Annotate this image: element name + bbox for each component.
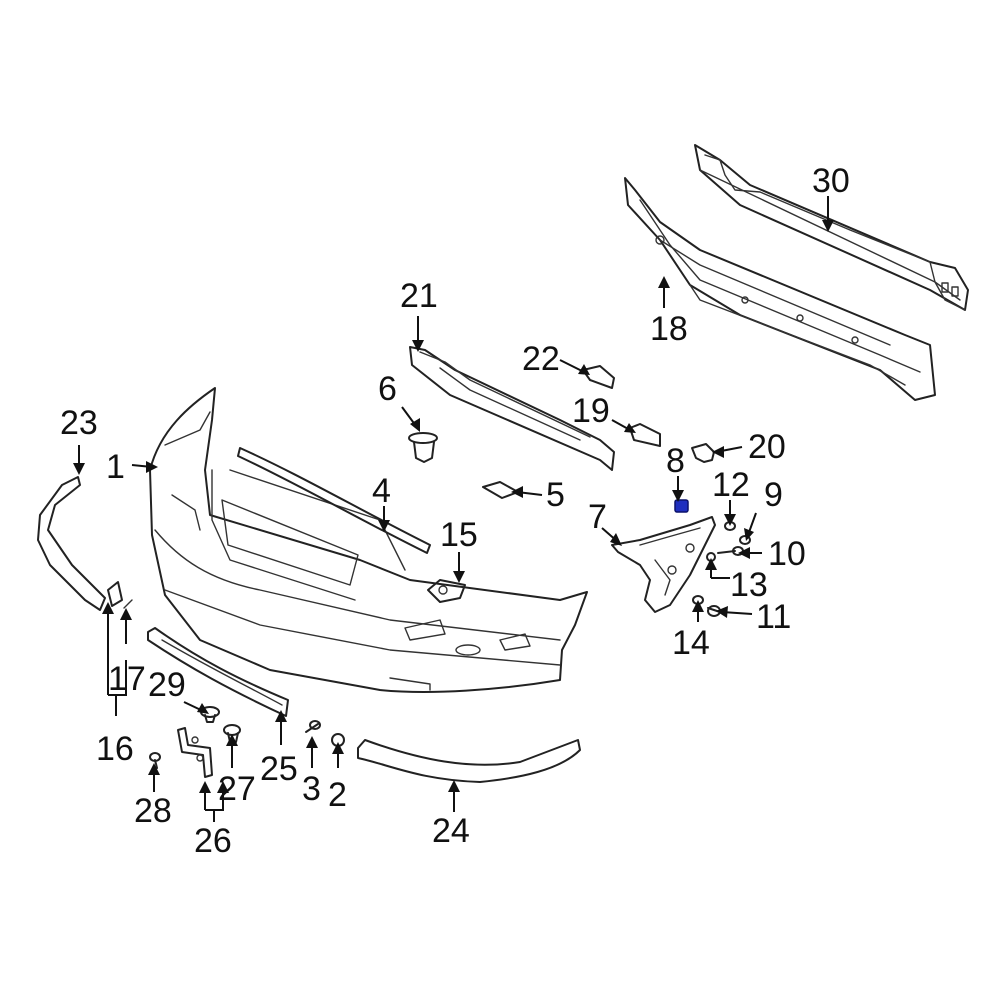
part-15-bracket[interactable]: [427, 579, 466, 603]
callout-10: 10: [768, 535, 806, 573]
callout-22: 22: [522, 340, 560, 378]
callout-8: 8: [666, 442, 685, 480]
callout-17: 17: [108, 660, 146, 698]
callout-11: 11: [756, 598, 791, 636]
callout-12: 12: [712, 466, 750, 504]
callout-14: 14: [672, 624, 710, 662]
callout-26: 26: [194, 822, 232, 860]
part-26-bracket-assembly[interactable]: [177, 727, 213, 778]
part-22-clip[interactable]: [582, 365, 615, 389]
part-9-screw[interactable]: [739, 535, 751, 545]
callout-labels: 30 18 21 22 6 19 20 8 12 9 7 10 13 11 14…: [60, 162, 850, 860]
callout-3: 3: [302, 770, 321, 808]
callout-1: 1: [106, 448, 125, 486]
part-6-push-pin[interactable]: [408, 432, 438, 463]
callout-25: 25: [260, 750, 298, 788]
callout-15: 15: [440, 516, 478, 554]
callout-28: 28: [134, 792, 172, 830]
part-17-clip[interactable]: [107, 581, 133, 609]
part-10-bolt[interactable]: [717, 546, 744, 556]
callout-2: 2: [328, 776, 347, 814]
part-19-bracket[interactable]: [629, 423, 661, 447]
part-4-trim-strip[interactable]: [237, 447, 431, 554]
part-18-absorber-frame[interactable]: [624, 177, 936, 401]
callout-29: 29: [148, 666, 186, 704]
callout-30: 30: [812, 162, 850, 200]
part-28-screw[interactable]: [149, 752, 161, 769]
part-20-push-clip[interactable]: [691, 443, 715, 463]
part-7-side-bracket[interactable]: [611, 516, 716, 613]
callout-7: 7: [588, 498, 607, 536]
callout-5: 5: [546, 476, 565, 514]
part-5-plate[interactable]: [482, 481, 519, 499]
leader-lines: [78, 196, 829, 822]
callout-21: 21: [400, 277, 438, 315]
callout-24: 24: [432, 812, 470, 850]
part-25-lower-strip[interactable]: [147, 627, 289, 717]
part-21-upper-bracket[interactable]: [409, 346, 615, 471]
part-3-screw[interactable]: [305, 720, 321, 733]
arrowheads: [73, 220, 834, 793]
callout-19: 19: [572, 392, 610, 430]
callout-9: 9: [764, 476, 783, 514]
callout-23: 23: [60, 404, 98, 442]
part-30-reinforcement-bar[interactable]: [694, 144, 969, 311]
callout-4: 4: [372, 472, 391, 510]
callout-6: 6: [378, 370, 397, 408]
part-23-side-trim[interactable]: [37, 476, 106, 611]
callout-20: 20: [748, 428, 786, 466]
callout-13: 13: [730, 566, 768, 604]
callout-16: 16: [96, 730, 134, 768]
callout-18: 18: [650, 310, 688, 348]
part-24-lower-trim[interactable]: [357, 739, 581, 783]
part-8-retainer-nut[interactable]: [674, 499, 689, 513]
part-1-bumper-cover[interactable]: [149, 387, 588, 693]
